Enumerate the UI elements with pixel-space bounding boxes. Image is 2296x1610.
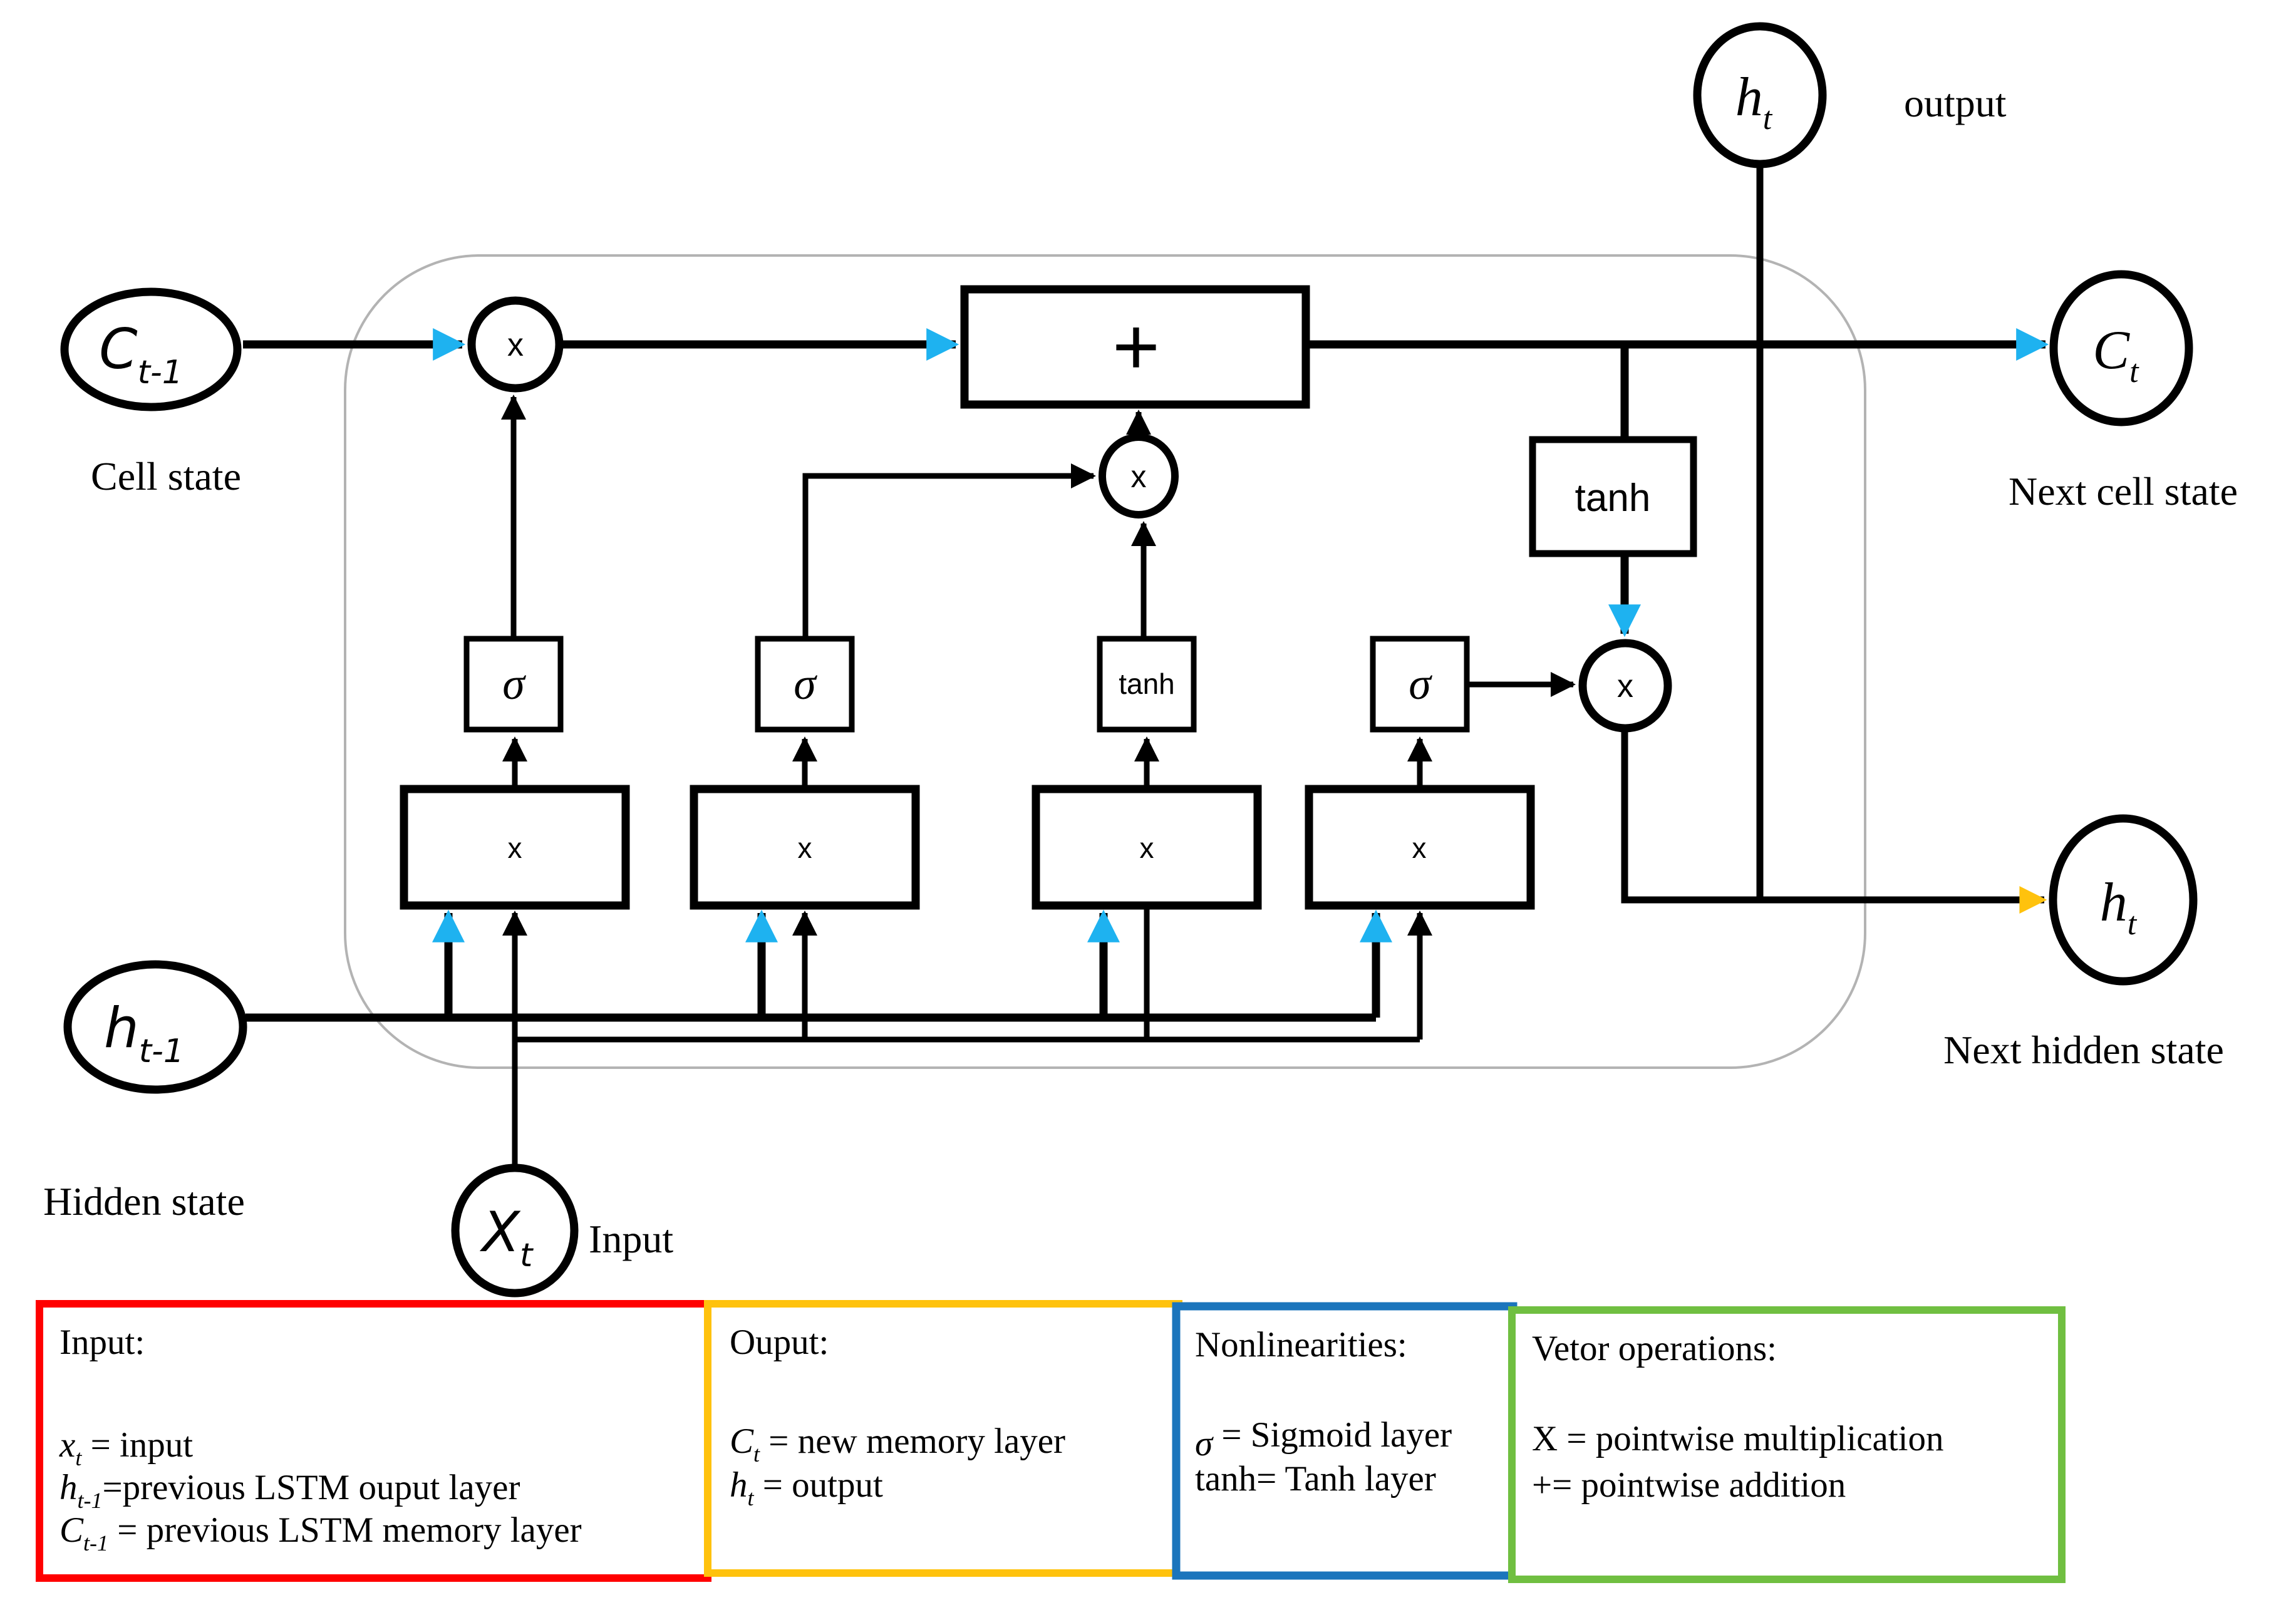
next-hidden-label: ht: [2100, 872, 2138, 942]
weight-box-3-glyph: x: [1140, 832, 1154, 864]
input-caption: Input: [589, 1217, 673, 1261]
cell-state-caption: Cell state: [91, 454, 241, 498]
tanh-gate-label: tanh: [1119, 668, 1175, 700]
legend-vector-ops-title: Vetor operations:: [1532, 1329, 1777, 1368]
sigma-output-gate: [1370, 636, 1470, 733]
hidden-state-caption: Hidden state: [43, 1179, 245, 1224]
legend-nonlinearities-line-2: tanh= Tanh layer: [1195, 1459, 1436, 1499]
input-label: Xt: [480, 1200, 534, 1274]
sigma-output-glyph: σ: [1409, 659, 1432, 709]
legend-input-title: Input:: [59, 1323, 145, 1362]
mul-forget-circle: [467, 296, 564, 393]
output-label: ht: [1735, 67, 1773, 137]
next-cell-node: [2049, 270, 2193, 426]
legend-box-vector-ops: [1508, 1306, 2066, 1583]
legend-vector-ops-line-1: X = pointwise multiplication: [1532, 1419, 1944, 1458]
tanh-block-label: tanh: [1575, 477, 1651, 520]
sigma-input-gate: [755, 636, 855, 733]
sigma-forget-gate: [463, 636, 564, 733]
legend-input-line-1: xt = input: [59, 1425, 193, 1470]
prev-cell-node: [60, 287, 242, 411]
legend-output-line-2: ht = output: [730, 1465, 883, 1510]
edge-sigma-input-to-mul-input: [802, 463, 1096, 639]
next-hidden-caption: Next hidden state: [1943, 1028, 2224, 1072]
add-glyph: +: [1112, 301, 1160, 392]
next-cell-label: Ct: [2092, 320, 2139, 390]
next-hidden-node: [2049, 814, 2198, 986]
mul-forget-glyph: x: [507, 327, 524, 363]
legend-vector-ops-line-2: += pointwise addition: [1532, 1465, 1846, 1505]
lstm-cell-boundary: [344, 254, 1866, 1069]
prev-hidden-label: ht-1: [104, 996, 184, 1070]
mul-input-glyph: x: [1131, 459, 1147, 494]
tanh-gate: [1097, 636, 1197, 733]
output-node: [1693, 22, 1827, 168]
input-node: [451, 1164, 579, 1298]
legend-nonlinearities-title: Nonlinearities:: [1195, 1325, 1407, 1365]
legend-output-title: Ouput:: [730, 1323, 829, 1362]
prev-hidden-node: [63, 960, 247, 1094]
edge-mul-output-to-next-hidden: [1621, 726, 2047, 914]
add-box: [960, 285, 1310, 409]
mul-output-glyph: x: [1617, 668, 1633, 704]
sigma-input-glyph: σ: [794, 659, 817, 709]
legend-input-line-2: ht-1=previous LSTM ouput layer: [59, 1468, 520, 1513]
sigma-forget-glyph: σ: [502, 659, 526, 709]
legend-nonlinearities-line-1: σ = Sigmoid layer: [1195, 1415, 1452, 1463]
weight-box-1: [400, 785, 630, 910]
legend-output-line-1: Ct = new memory layer: [730, 1422, 1065, 1467]
mul-input-circle: [1099, 433, 1179, 519]
mul-output-circle: [1578, 639, 1672, 733]
legend-box-input: [36, 1300, 711, 1582]
prev-cell-label: Ct-1: [99, 317, 183, 391]
weight-box-1-glyph: x: [508, 832, 522, 864]
legend-box-output: [704, 1300, 1182, 1577]
weight-box-4: [1305, 785, 1535, 910]
weight-box-2-glyph: x: [798, 832, 812, 864]
weight-box-2: [690, 785, 920, 910]
edge-input-trunk: [512, 1036, 1420, 1170]
weight-box-3: [1032, 785, 1262, 910]
legend-input-line-3: Ct-1 = previous LSTM memory layer: [59, 1510, 582, 1556]
weight-box-4-glyph: x: [1412, 832, 1427, 864]
next-cell-caption: Next cell state: [2009, 469, 2238, 513]
output-caption: output: [1904, 81, 2007, 125]
tanh-block: [1529, 436, 1697, 557]
